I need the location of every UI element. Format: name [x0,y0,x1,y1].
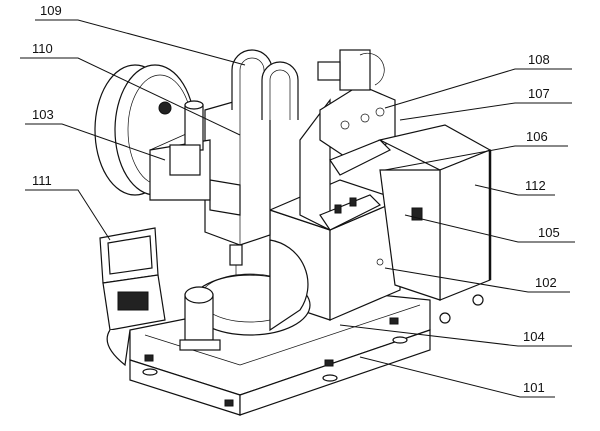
leader-lines [20,19,575,398]
control-panel [99,227,166,367]
label-111: 111 [32,173,52,188]
spindle-motor [158,100,204,176]
label-112: 112 [525,178,546,193]
label-109: 109 [40,3,62,18]
leader-110 [20,57,241,136]
leader-112 [474,184,555,196]
leader-108 [384,68,572,109]
label-106: 106 [526,129,548,144]
leader-103 [25,123,166,161]
leader-111 [25,189,111,241]
label-101: 101 [523,380,545,395]
leader-102 [384,267,570,293]
leader-106 [384,145,568,171]
label-105: 105 [538,225,560,240]
tool-changer [319,139,392,231]
spindle-head [204,99,271,290]
label-102: 102 [535,275,557,290]
leader-104 [339,324,572,347]
label-107: 107 [528,86,550,101]
label-110: 110 [32,41,53,56]
leader-109 [35,19,246,66]
leader-105 [404,214,575,243]
rotary-table [179,239,311,351]
label-103: 103 [32,107,54,122]
leader-107 [399,102,572,121]
cable-guide-loop [231,49,299,120]
leader-101 [359,356,555,398]
label-108: 108 [528,52,550,67]
electrical-cabinet [378,124,492,324]
label-104: 104 [523,329,545,344]
